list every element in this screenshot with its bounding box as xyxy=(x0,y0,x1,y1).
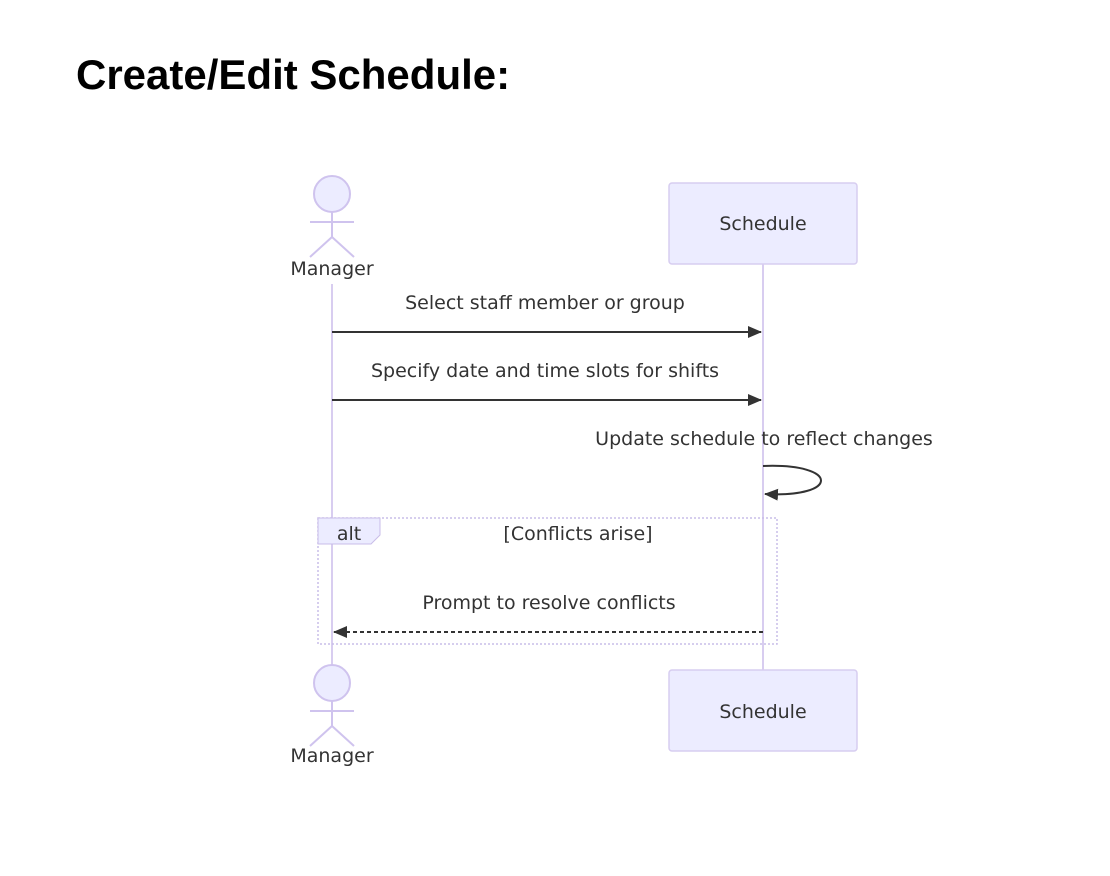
message-label: Prompt to resolve conflicts xyxy=(422,592,675,614)
alt-fragment: alt [Conflicts arise] xyxy=(317,517,778,645)
actor-stick-figure-icon xyxy=(309,664,355,747)
message-label: Specify date and time slots for shifts xyxy=(371,360,719,382)
self-message-label: Update schedule to reflect changes xyxy=(595,428,933,450)
actor-stick-figure-icon xyxy=(309,175,355,258)
participant-box xyxy=(668,182,858,265)
manager-actor-bottom: Manager xyxy=(290,664,374,767)
message-label: Select staff member or group xyxy=(405,292,685,314)
page-title: Create/Edit Schedule: xyxy=(76,51,511,98)
schedule-participant-top: Schedule xyxy=(668,182,858,265)
participant-box xyxy=(668,669,858,752)
schedule-participant-bottom: Schedule xyxy=(668,669,858,752)
actor-label: Manager xyxy=(290,258,373,280)
fragment-condition-label: [Conflicts arise] xyxy=(503,523,652,545)
participant-label: Schedule xyxy=(719,701,806,723)
self-message-arrow xyxy=(762,464,822,501)
manager-actor-top: Manager xyxy=(290,175,374,280)
fragment-type-label: alt xyxy=(337,523,361,545)
participant-label: Schedule xyxy=(719,213,806,235)
fragment-border xyxy=(317,517,778,645)
actor-label: Manager xyxy=(290,745,373,767)
fragment-label-tab xyxy=(317,517,381,545)
